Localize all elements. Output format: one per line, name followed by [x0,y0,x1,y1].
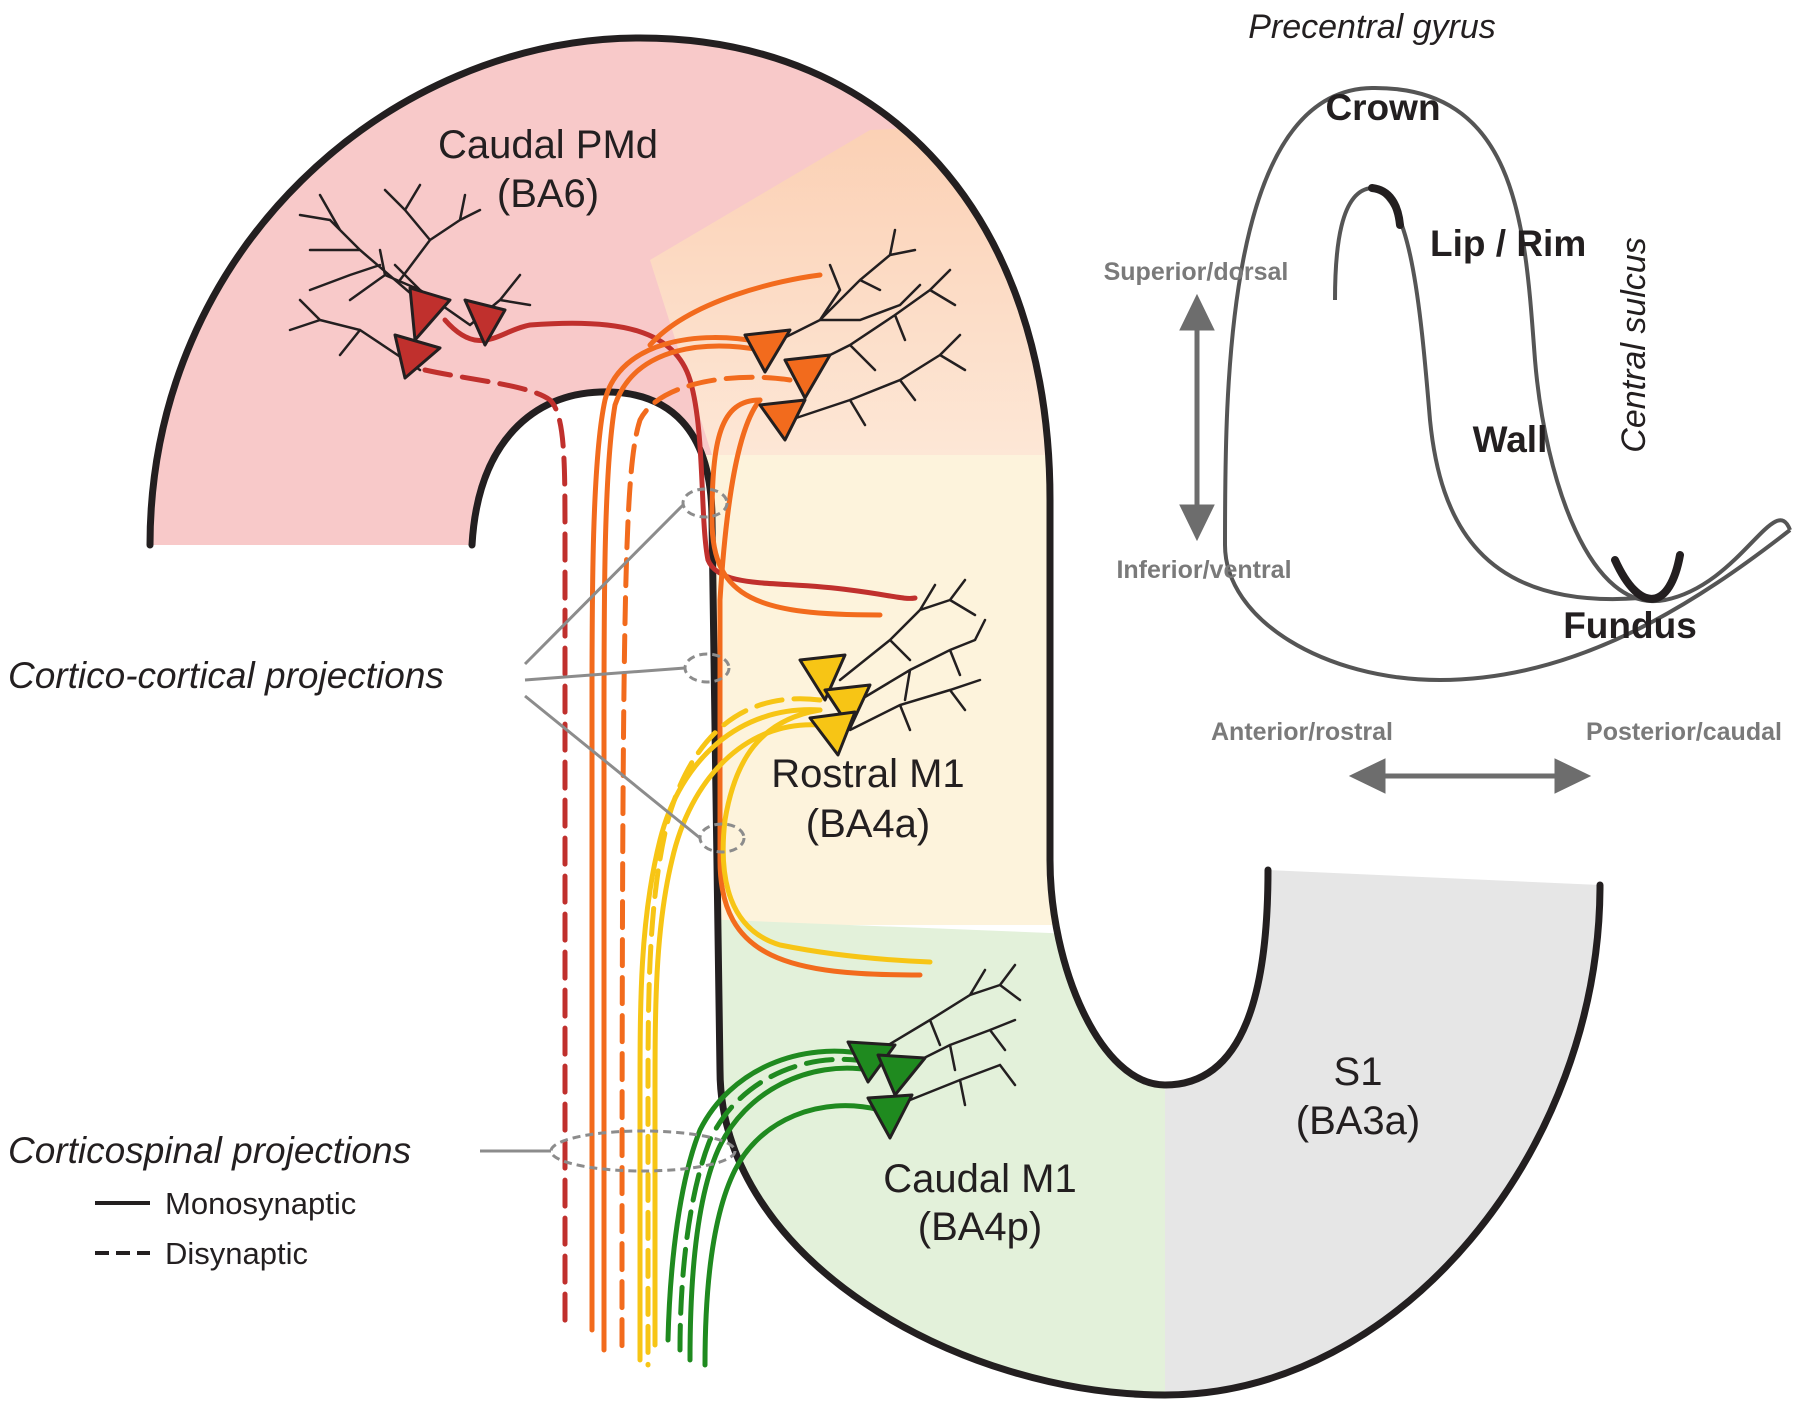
orange-disynaptic-spinal [619,374,793,1353]
label-s1: S1 [1334,1050,1383,1094]
inset-sulcus-label: Central sulcus [1615,237,1653,452]
green-disynaptic-spinal [677,1056,873,1353]
inset-lip-label: Lip / Rim [1430,223,1586,264]
axis-anterior: Anterior/rostral [1211,718,1393,746]
green-mono-spinal-1 [665,1048,873,1343]
corticospinal-label: Corticospinal projections [8,1130,411,1171]
green-mono-spinal-3 [702,1103,883,1368]
dendrites [288,183,1022,1107]
green-projections [665,1048,883,1368]
yellow-projections [637,696,933,1368]
cortico-cortical-callouts [480,487,746,1173]
label-caudal-pmd: Caudal PMd [438,123,658,167]
neuron-orange-1 [743,328,792,374]
inset-wall-label: Wall [1473,419,1548,460]
neuron-red-1 [408,286,452,342]
inset-crown-label: Crown [1325,87,1440,128]
label-s1-area: (BA3a) [1296,1099,1421,1143]
neuron-yellow-3 [808,710,857,757]
label-rostral-m1-area: (BA4a) [806,802,931,846]
red-cortico-cortical [442,317,918,601]
neuron-somas [393,286,927,1140]
legend: Monosynaptic Disynaptic [95,1186,356,1271]
inset-fundus-label: Fundus [1563,605,1697,646]
orange-to-rostral-m1 [709,397,883,618]
red-disynaptic-spinal [422,367,568,1333]
orientation-arrows [1179,293,1592,794]
orange-to-caudal-m1 [717,397,923,978]
orange-projections [589,272,923,1353]
green-mono-spinal-2 [687,1065,873,1363]
yellow-to-caudal-m1 [720,707,933,965]
neuron-red-3 [393,333,442,380]
cortico-cortical-label: Cortico-cortical projections [8,655,444,696]
inset-gyrus [1223,85,1792,683]
neuron-green-2 [876,1053,927,1097]
legend-di-label: Disynaptic [165,1236,308,1271]
label-caudal-pmd-area: (BA6) [497,172,599,216]
axis-superior: Superior/dorsal [1104,258,1289,286]
orange-mono-spinal-1 [589,335,763,1333]
inset-lip-thick [1368,184,1404,229]
yellow-mono-spinal-2 [652,722,823,1348]
neuron-yellow-1 [798,653,847,702]
neuron-orange-2 [783,353,832,400]
label-caudal-m1-area: (BA4p) [918,1205,1043,1249]
neuron-red-2 [463,298,507,347]
yellow-mono-spinal-1 [637,707,823,1363]
axis-posterior: Posterior/caudal [1586,718,1782,746]
axis-inferior: Inferior/ventral [1116,556,1291,584]
neuron-yellow-2 [823,683,872,730]
legend-mono-label: Monosynaptic [165,1186,356,1221]
orange-arc [647,272,823,348]
neuron-orange-3 [758,398,807,442]
yellow-disynaptic-spinal [645,696,823,1368]
region-s1-fill [1165,870,1600,1395]
red-projections [422,317,918,1333]
inset-fundus-thick [1611,551,1684,603]
label-rostral-m1: Rostral M1 [771,752,964,796]
inset-title: Precentral gyrus [1248,8,1496,46]
gyrus-outline [146,34,1604,1399]
label-caudal-m1: Caudal M1 [883,1157,1076,1201]
neuron-green-3 [866,1093,914,1140]
orange-mono-spinal-2 [601,343,763,1353]
